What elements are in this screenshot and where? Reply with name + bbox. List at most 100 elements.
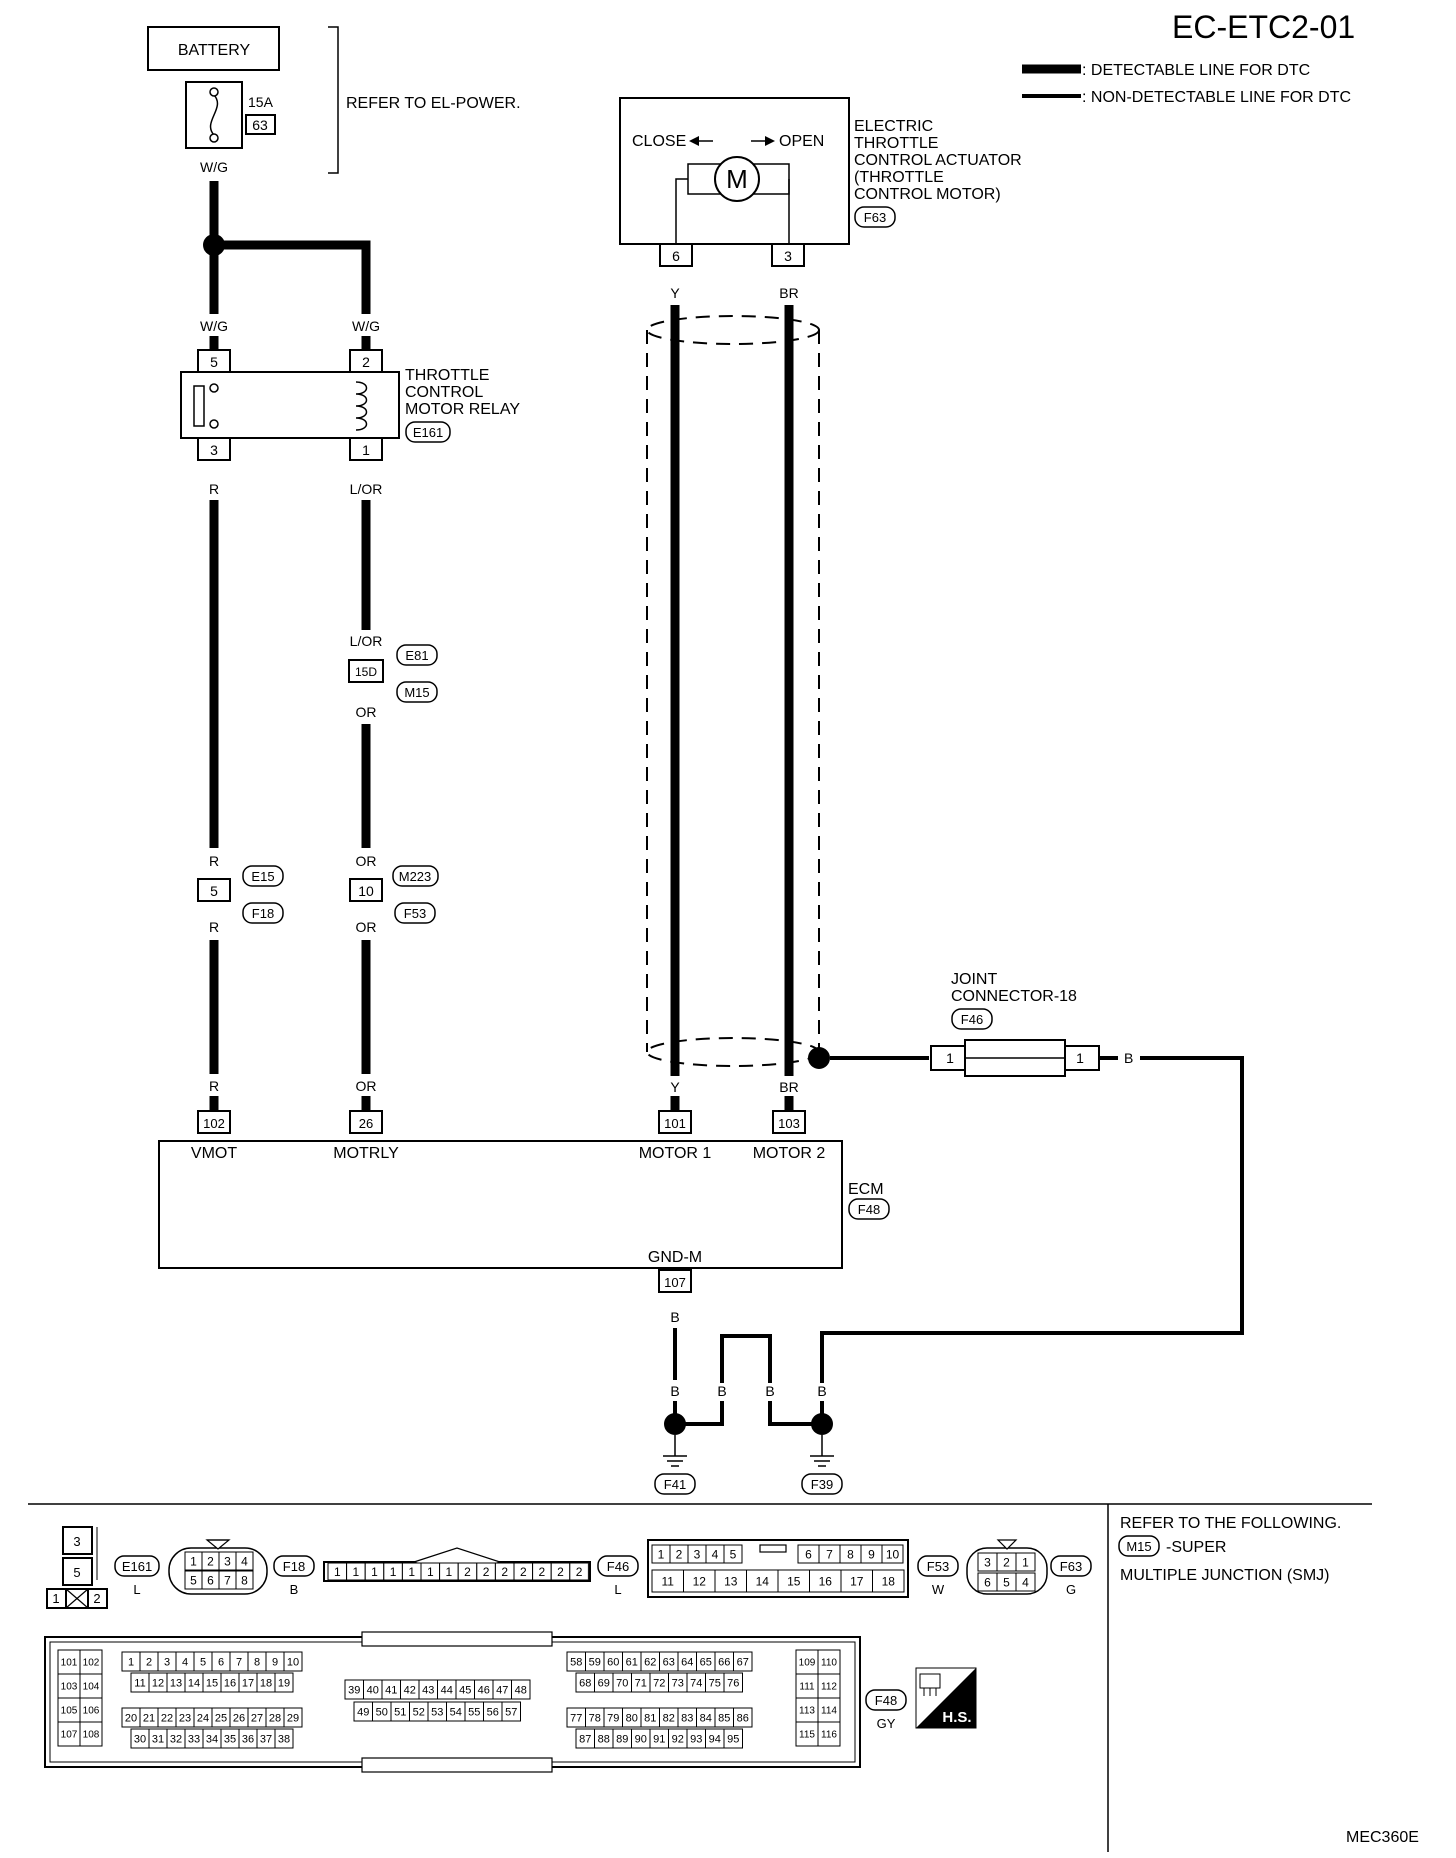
actuator-label-5: CONTROL MOTOR)	[854, 186, 1001, 203]
f46-pin: 2	[576, 1565, 583, 1579]
ecm-pin-101-box	[658, 1110, 692, 1134]
f63-name: F63	[1060, 1559, 1082, 1574]
f48-pin: 55	[468, 1706, 480, 1718]
f48-pin: 78	[589, 1712, 601, 1724]
f53-pin: 16	[819, 1574, 833, 1588]
f48-pin: 95	[727, 1733, 739, 1745]
f46-pin: 1	[334, 1565, 341, 1579]
f48-pin: 45	[459, 1684, 471, 1696]
ecm-pin-name-motrly: MOTRLY	[333, 1145, 399, 1162]
motor-lead-left	[675, 178, 688, 244]
f48-pin: 22	[161, 1712, 173, 1724]
ground-f41: F41	[664, 1477, 686, 1492]
ground-f39: F39	[811, 1477, 833, 1492]
f48-pin: 34	[206, 1733, 218, 1745]
f48-pin: 30	[134, 1733, 146, 1745]
wire-color-b-g1: B	[670, 1383, 679, 1399]
relay-pin-5: 5	[210, 354, 218, 370]
f48-pin: 70	[616, 1677, 628, 1689]
ecm-pin-102-box	[197, 1110, 231, 1134]
legend-non-detectable-text: : NON-DETECTABLE LINE FOR DTC	[1082, 89, 1351, 106]
f48-pin: 88	[598, 1733, 610, 1745]
f18-color: B	[290, 1582, 299, 1597]
f63-view-badge	[1050, 1555, 1092, 1577]
actuator-label-2: THROTTLE	[854, 135, 938, 152]
f48-pin: 106	[83, 1706, 100, 1717]
f63-pin: 3	[984, 1555, 991, 1569]
f53-pin: 5	[730, 1547, 737, 1561]
f48-pin: 4	[182, 1656, 188, 1668]
f48-pin: 66	[718, 1656, 730, 1668]
f18-name: F18	[283, 1559, 305, 1574]
e161-name: E161	[122, 1559, 152, 1574]
f48-pin: 14	[188, 1677, 200, 1689]
ground-icon	[810, 1435, 834, 1467]
f48-pin: 56	[487, 1706, 499, 1718]
footer-code: MEC360E	[1346, 1829, 1419, 1846]
f48-pin: 32	[170, 1733, 182, 1745]
f48-top-key	[361, 1631, 553, 1647]
wire-color-wg-top: W/G	[200, 159, 228, 175]
f48-cell	[817, 1721, 841, 1747]
ground-f41-badge	[654, 1473, 696, 1495]
m223-badge	[392, 865, 439, 887]
f48-pin: 2	[146, 1656, 152, 1668]
f48-pin: 46	[478, 1684, 490, 1696]
f46-pin: 1	[353, 1565, 360, 1579]
actuator-label-1: ELECTRIC	[854, 118, 933, 135]
ecm-pin-107: 107	[664, 1275, 686, 1290]
wire-color-or-2: OR	[356, 853, 377, 869]
f48-name: F48	[875, 1693, 897, 1708]
f46-pin: 1	[371, 1565, 378, 1579]
f48-pin: 54	[450, 1706, 462, 1718]
f48-pin: 25	[215, 1712, 227, 1724]
inline-pin-10: 10	[358, 883, 374, 899]
f48-pin: 59	[589, 1656, 601, 1668]
f48-pin: 76	[727, 1677, 739, 1689]
f48-pin: 18	[260, 1677, 272, 1689]
f46-pin: 1	[408, 1565, 415, 1579]
f48-pin: 101	[61, 1658, 78, 1669]
ecm-pin-26-box	[349, 1110, 383, 1134]
f48-pin: 8	[254, 1656, 260, 1668]
f46-pin: 2	[520, 1565, 527, 1579]
f48-color: GY	[877, 1716, 896, 1731]
f53-pin: 14	[756, 1574, 770, 1588]
f48-pin: 5	[200, 1656, 206, 1668]
f46-pin: 2	[501, 1565, 508, 1579]
f48-pin: 12	[152, 1677, 164, 1689]
f53-key-icon	[759, 1544, 787, 1553]
f48-pin: 108	[83, 1730, 100, 1741]
f48-pin: 57	[505, 1706, 517, 1718]
f48-pin: 103	[61, 1682, 78, 1693]
harness-side-icon: H.S.	[915, 1667, 977, 1729]
f48-pin: 33	[188, 1733, 200, 1745]
connector-f18: F18	[252, 906, 274, 921]
actuator-pin-3-box	[771, 243, 805, 267]
f53-cell	[881, 1544, 904, 1564]
pin-10-box	[349, 878, 383, 902]
f48-view-badge	[865, 1689, 907, 1711]
f48-pin: 84	[700, 1712, 712, 1724]
f48-pin: 89	[616, 1733, 628, 1745]
ground-icon	[663, 1435, 687, 1467]
page-code: EC-ETC2-01	[1172, 9, 1355, 45]
throttle-control-motor-relay: 5 2 3 1 THROTTLE CONTROL MOTOR RELAY E16…	[180, 349, 520, 461]
f53-pin: 7	[826, 1547, 833, 1561]
relay-pin-2: 2	[362, 354, 370, 370]
wire-color-or-3: OR	[356, 919, 377, 935]
connector-view-e161: 3 5 1 2 E161 L	[46, 1526, 160, 1609]
f48-pin: 104	[83, 1682, 100, 1693]
f48-pin: 17	[242, 1677, 254, 1689]
f53-view-badge	[917, 1555, 959, 1577]
relay-coil-icon	[355, 381, 368, 431]
ecm-pin-26: 26	[359, 1116, 373, 1131]
f48-pin: 7	[236, 1656, 242, 1668]
f48-pin: 62	[644, 1656, 656, 1668]
relay-pin-3: 3	[210, 442, 218, 458]
f48-pin: 75	[709, 1677, 721, 1689]
f48-pin: 67	[737, 1656, 749, 1668]
f48-pin: 16	[224, 1677, 236, 1689]
ecm-pin-103-box	[772, 1110, 806, 1134]
